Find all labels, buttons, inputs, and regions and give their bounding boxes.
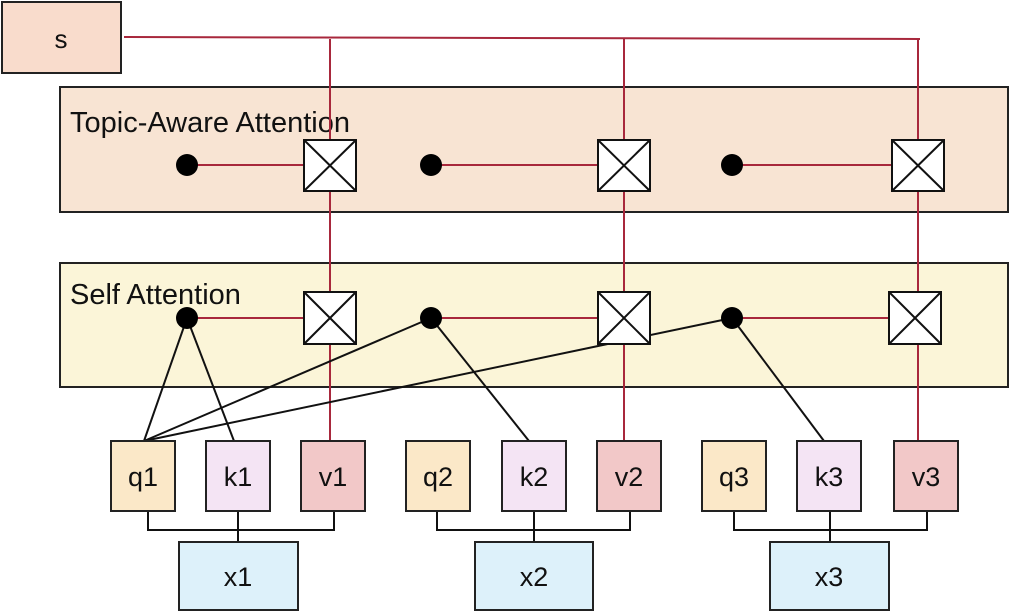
- self-dot-1: [176, 307, 198, 329]
- topic-multiplier-2-icon: [597, 139, 651, 192]
- v1-label: v1: [319, 462, 348, 492]
- s-node: [1, 1, 122, 74]
- self-multiplier-3-icon: [888, 291, 942, 345]
- q3-box: [701, 440, 767, 512]
- self-dot-2: [420, 307, 442, 329]
- token-group-1: q1 k1 v1 x1: [110, 440, 366, 611]
- q2-label: q2: [423, 462, 453, 492]
- multiplier-nodes: [303, 139, 945, 345]
- self-multiplier-2-icon: [597, 291, 651, 345]
- k1-label: k1: [224, 462, 253, 492]
- s-broadcast-lines: [123, 36, 921, 140]
- x3-label: x3: [815, 562, 844, 592]
- topic-aware-attention-layer: [59, 86, 1009, 213]
- self-attention-title: Self Attention: [70, 279, 241, 311]
- token-group-3: q3 k3 v3 x3: [701, 440, 959, 611]
- q1-box: [110, 440, 176, 512]
- v3-label: v3: [912, 462, 941, 492]
- value-paths: [187, 164, 919, 441]
- topic-dot-1: [176, 154, 198, 176]
- attention-dots: [176, 154, 743, 329]
- topic-aware-attention-title: Topic-Aware Attention: [70, 107, 350, 139]
- k2-label: k2: [520, 462, 549, 492]
- self-attention-layer: [59, 262, 1009, 388]
- x3-box: [769, 541, 890, 611]
- topic-multiplier-3-icon: [891, 139, 945, 192]
- v2-box: [596, 440, 662, 512]
- topic-dot-2: [420, 154, 442, 176]
- token-group-2: q2 k2 v2 x2: [405, 440, 662, 611]
- topic-dot-3: [721, 154, 743, 176]
- s-node-label: s: [55, 24, 68, 54]
- q1-label: q1: [128, 462, 158, 492]
- x1-box: [178, 541, 299, 611]
- q2-box: [405, 440, 471, 512]
- v2-label: v2: [615, 462, 644, 492]
- k3-label: k3: [815, 462, 844, 492]
- x2-box: [474, 541, 594, 611]
- x1-label: x1: [224, 562, 253, 592]
- k1-box: [205, 440, 271, 512]
- v3-box: [893, 440, 959, 512]
- k2-box: [501, 440, 567, 512]
- k3-box: [796, 440, 862, 512]
- x2-label: x2: [520, 562, 549, 592]
- self-dot-3: [721, 307, 743, 329]
- self-multiplier-1-icon: [303, 291, 357, 345]
- topic-multiplier-1-icon: [303, 139, 357, 192]
- v1-box: [300, 440, 366, 512]
- token-brackets: [147, 511, 928, 542]
- q3-label: q3: [719, 462, 749, 492]
